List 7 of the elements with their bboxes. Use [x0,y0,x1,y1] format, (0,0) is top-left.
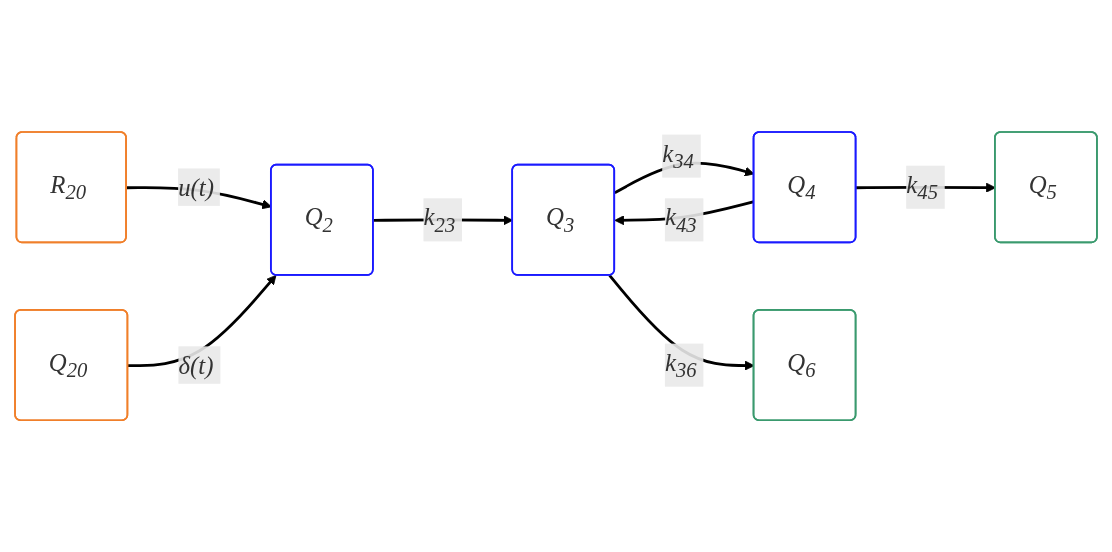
edge-label: k$_{23}$ [423,202,456,236]
edge-label: k$_{34}$ [662,139,694,173]
edge-label: k$_{36}$ [664,348,697,382]
edge-label: δ(t) [178,350,214,380]
edge-label: k$_{43}$ [664,202,697,236]
edge-label: k$_{45}$ [906,170,938,204]
edge-label: u(t) [178,172,214,202]
